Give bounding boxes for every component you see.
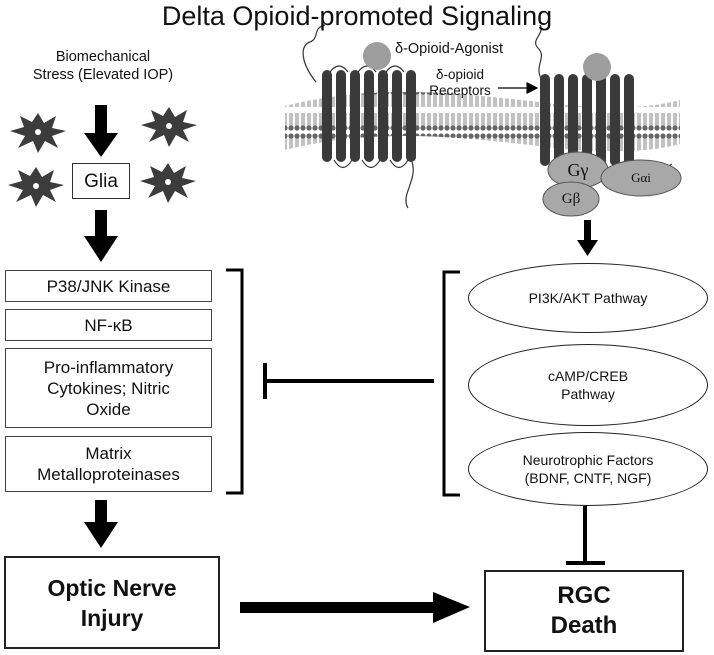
stress-label: Biomechanical Stress (Elevated IOP) bbox=[28, 48, 178, 84]
injury-line2: Injury bbox=[80, 604, 144, 631]
arrow-mmp-to-injury bbox=[84, 500, 118, 548]
cytokines-line3: Oxide bbox=[86, 399, 131, 419]
g-alpha-i-subunit bbox=[600, 159, 682, 197]
stress-label-line2: Stress (Elevated IOP) bbox=[32, 67, 174, 83]
arrow-gprotein-to-pathways bbox=[577, 220, 598, 256]
glia-box: Glia bbox=[72, 163, 130, 199]
g-gamma-label: Gγ bbox=[567, 160, 589, 180]
mmp-box: Matrix Metalloproteinases bbox=[5, 436, 212, 492]
neurotrophic-factors-ellipse: Neurotrophic Factors (BDNF, CNTF, NGF) bbox=[468, 432, 708, 506]
glia-cell-icon bbox=[8, 167, 64, 207]
g-beta-subunit bbox=[542, 181, 600, 217]
receptors-line2: Receptors bbox=[429, 83, 491, 98]
glia-cell-icon bbox=[141, 107, 197, 147]
death-line1: RGC bbox=[557, 582, 611, 609]
camp-line1: cAMP/CREB bbox=[547, 368, 629, 384]
arrow-stress-to-glia bbox=[84, 105, 118, 157]
injury-line1: Optic Nerve bbox=[47, 574, 177, 601]
g-alpha-i-label: Gαi bbox=[631, 170, 651, 185]
glia-cell-icon bbox=[10, 113, 66, 153]
inhibition-pathways-to-inflammation bbox=[263, 363, 434, 399]
nf-kb-box: NF-κB bbox=[5, 309, 212, 341]
agonist-label: δ-Opioid-Agonist bbox=[395, 41, 504, 57]
receptors-line1: δ-opioid bbox=[435, 67, 485, 82]
camp-creb-pathway-ellipse: cAMP/CREB Pathway bbox=[468, 344, 708, 426]
arrow-injury-to-death bbox=[240, 592, 470, 623]
ntf-line1: Neurotrophic Factors bbox=[522, 452, 654, 468]
ntf-line2: (BDNF, CNTF, NGF) bbox=[524, 470, 652, 486]
pi3k-akt-pathway-ellipse: PI3K/AKT Pathway bbox=[468, 263, 708, 333]
receptor-left bbox=[302, 24, 416, 209]
cytokines-line2: Cytokines; Nitric bbox=[47, 378, 170, 398]
receptor-right bbox=[535, 24, 673, 175]
page-title: Delta Opioid-promoted Signaling bbox=[161, 1, 553, 31]
rgc-death-box: RGC Death bbox=[484, 570, 684, 652]
cytokines-line1: Pro-inflammatory bbox=[43, 357, 174, 377]
agonist-ligand-right bbox=[583, 53, 611, 81]
right-bracket bbox=[442, 270, 460, 497]
arrow-glia-to-kinase bbox=[84, 210, 118, 262]
receptors-label: δ-opioid Receptors bbox=[418, 67, 502, 99]
optic-nerve-injury-box: Optic Nerve Injury bbox=[4, 556, 220, 649]
left-bracket bbox=[226, 268, 244, 495]
p38-jnk-kinase-box: P38/JNK Kinase bbox=[5, 270, 212, 302]
mmp-line1: Matrix bbox=[85, 444, 132, 463]
agonist-ligand-left bbox=[363, 42, 391, 70]
glia-cell-icon bbox=[140, 163, 196, 203]
death-line2: Death bbox=[550, 612, 618, 639]
cytokines-box: Pro-inflammatory Cytokines; Nitric Oxide bbox=[5, 348, 212, 428]
mmp-line2: Metalloproteinases bbox=[37, 465, 180, 484]
stress-label-line1: Biomechanical bbox=[55, 49, 151, 65]
camp-line2: Pathway bbox=[561, 386, 615, 402]
g-beta-label: Gβ bbox=[561, 191, 581, 207]
inhibition-pathways-to-death bbox=[566, 505, 605, 565]
